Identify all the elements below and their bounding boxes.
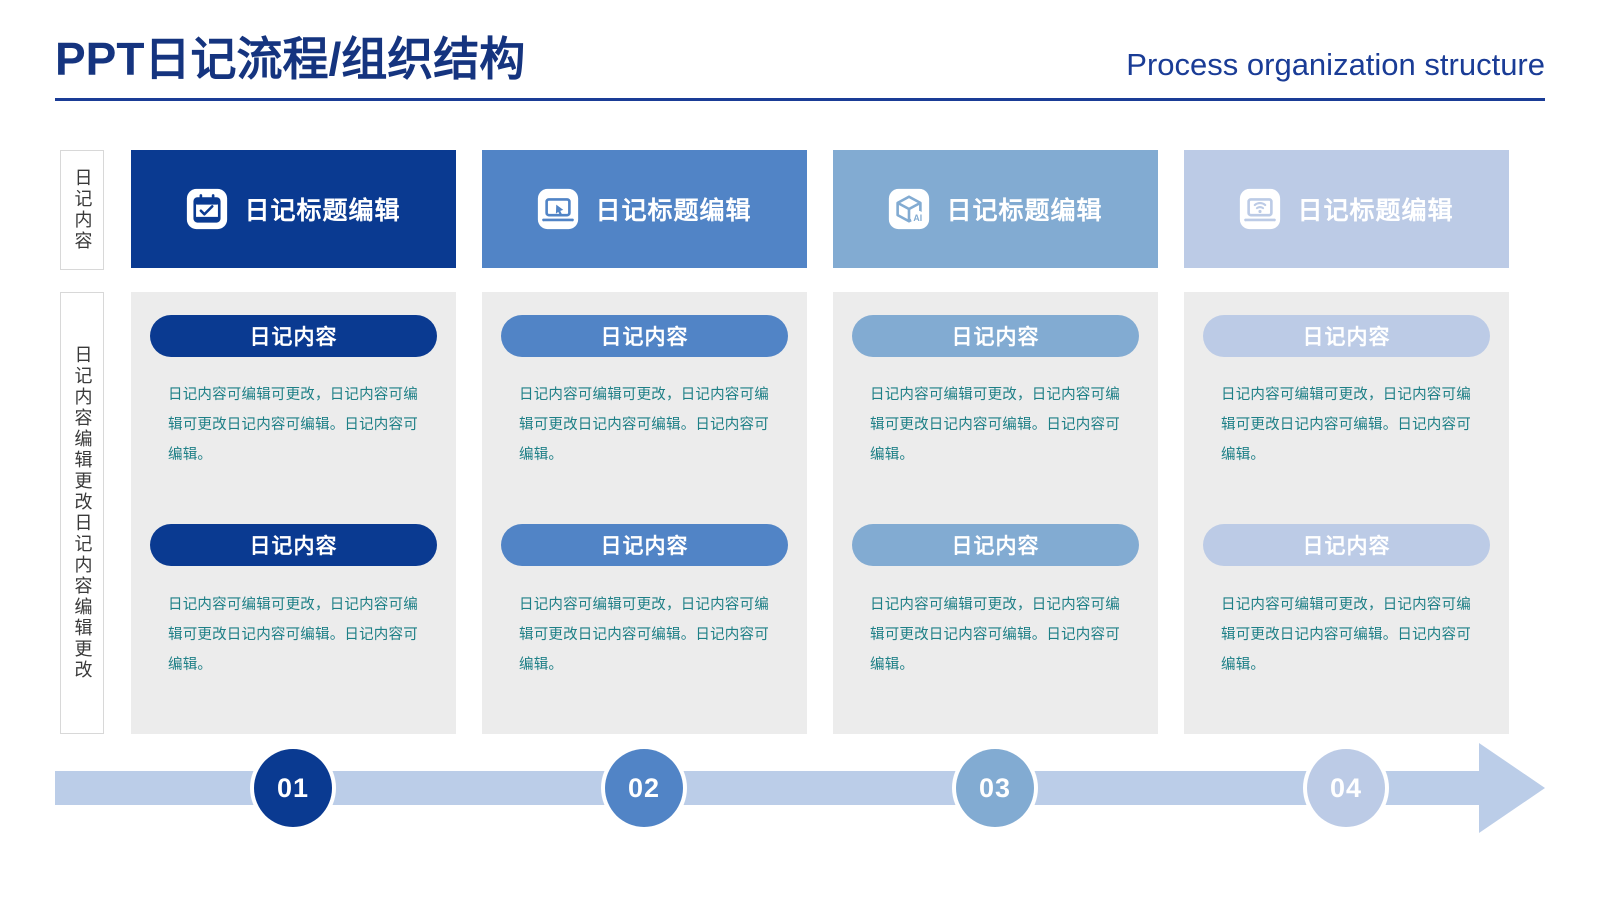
column-1-body: 日记内容 日记内容可编辑可更改，日记内容可编辑可更改日记内容可编辑。日记内容可编…	[131, 292, 456, 734]
page-title: PPT日记流程/组织结构	[55, 33, 526, 85]
ai-cube-icon: AI	[889, 188, 930, 230]
column-2-header-title: 日记标题编辑	[595, 197, 752, 225]
column-3-paragraph-2: 日记内容可编辑可更改，日记内容可编辑可更改日记内容可编辑。日记内容可编辑。	[870, 597, 1120, 673]
column-2-pill-2[interactable]: 日记内容	[501, 524, 788, 566]
column-1-pill-2-label: 日记内容	[249, 535, 338, 558]
column-4-header[interactable]: 日记标题编辑	[1184, 150, 1509, 268]
laptop-cursor-icon	[538, 188, 579, 230]
column-4-pill-1[interactable]: 日记内容	[1203, 315, 1490, 357]
page-subtitle-en: Process organization structure	[1126, 47, 1545, 82]
side-label-bottom-text: 日记内容编辑更改日记内容编辑更改	[72, 345, 93, 681]
column-3-paragraph-1: 日记内容可编辑可更改，日记内容可编辑可更改日记内容可编辑。日记内容可编辑。	[870, 387, 1120, 463]
column-1-header[interactable]: 日记标题编辑	[131, 150, 456, 268]
column-1-header-title: 日记标题编辑	[244, 197, 401, 225]
step-badge-02[interactable]: 02	[605, 749, 683, 827]
column-4-pill-2-label: 日记内容	[1302, 535, 1391, 558]
column-1-paragraph-2: 日记内容可编辑可更改，日记内容可编辑可更改日记内容可编辑。日记内容可编辑。	[168, 597, 418, 673]
column-1-pill-2[interactable]: 日记内容	[150, 524, 437, 566]
column-4-pill-2[interactable]: 日记内容	[1203, 524, 1490, 566]
side-label-bottom: 日记内容编辑更改日记内容编辑更改	[60, 292, 104, 734]
title-divider	[55, 98, 1545, 101]
column-4-paragraph-2: 日记内容可编辑可更改，日记内容可编辑可更改日记内容可编辑。日记内容可编辑。	[1221, 597, 1471, 673]
column-3-pill-2[interactable]: 日记内容	[852, 524, 1139, 566]
step-badge-03[interactable]: 03	[956, 749, 1034, 827]
column-2-header[interactable]: 日记标题编辑	[482, 150, 807, 268]
column-2-pill-1-label: 日记内容	[600, 326, 689, 349]
column-2-pill-1[interactable]: 日记内容	[501, 315, 788, 357]
column-2-body: 日记内容 日记内容可编辑可更改，日记内容可编辑可更改日记内容可编辑。日记内容可编…	[482, 292, 807, 734]
column-4-header-title: 日记标题编辑	[1297, 197, 1454, 225]
column-3-header[interactable]: AI 日记标题编辑	[833, 150, 1158, 268]
column-1: 日记标题编辑 日记内容 日记内容可编辑可更改，日记内容可编辑可更改日记内容可编辑…	[131, 0, 456, 900]
step-badge-04[interactable]: 04	[1307, 749, 1385, 827]
column-3-body: 日记内容 日记内容可编辑可更改，日记内容可编辑可更改日记内容可编辑。日记内容可编…	[833, 292, 1158, 734]
column-3: AI 日记标题编辑 日记内容 日记内容可编辑可更改，日记内容可编辑可更改日记内容…	[833, 0, 1158, 900]
svg-text:AI: AI	[914, 213, 923, 223]
column-3-pill-1-label: 日记内容	[951, 326, 1040, 349]
column-2-paragraph-2: 日记内容可编辑可更改，日记内容可编辑可更改日记内容可编辑。日记内容可编辑。	[519, 597, 769, 673]
side-label-top-text: 日记内容	[72, 168, 93, 252]
column-4-paragraph-1: 日记内容可编辑可更改，日记内容可编辑可更改日记内容可编辑。日记内容可编辑。	[1221, 387, 1471, 463]
column-4-body: 日记内容 日记内容可编辑可更改，日记内容可编辑可更改日记内容可编辑。日记内容可编…	[1184, 292, 1509, 734]
step-badge-01[interactable]: 01	[254, 749, 332, 827]
side-label-top: 日记内容	[60, 150, 104, 270]
column-1-pill-1[interactable]: 日记内容	[150, 315, 437, 357]
column-3-pill-1[interactable]: 日记内容	[852, 315, 1139, 357]
arrow-head-icon	[1479, 743, 1545, 833]
step-badge-03-label: 03	[978, 772, 1012, 803]
step-badge-04-label: 04	[1329, 772, 1363, 803]
column-4: 日记标题编辑 日记内容 日记内容可编辑可更改，日记内容可编辑可更改日记内容可编辑…	[1184, 0, 1509, 900]
column-2: 日记标题编辑 日记内容 日记内容可编辑可更改，日记内容可编辑可更改日记内容可编辑…	[482, 0, 807, 900]
column-1-paragraph-1: 日记内容可编辑可更改，日记内容可编辑可更改日记内容可编辑。日记内容可编辑。	[168, 387, 418, 463]
step-badge-02-label: 02	[627, 772, 661, 803]
column-2-pill-2-label: 日记内容	[600, 535, 689, 558]
column-3-header-title: 日记标题编辑	[946, 197, 1103, 225]
column-1-pill-1-label: 日记内容	[249, 326, 338, 349]
column-4-pill-1-label: 日记内容	[1302, 326, 1391, 349]
step-badge-01-label: 01	[276, 772, 310, 803]
page-header: PPT日记流程/组织结构 Process organization struct…	[55, 30, 1545, 102]
column-3-pill-2-label: 日记内容	[951, 535, 1040, 558]
column-2-paragraph-1: 日记内容可编辑可更改，日记内容可编辑可更改日记内容可编辑。日记内容可编辑。	[519, 387, 769, 463]
laptop-wifi-icon	[1240, 188, 1281, 230]
calendar-check-icon	[187, 188, 228, 230]
